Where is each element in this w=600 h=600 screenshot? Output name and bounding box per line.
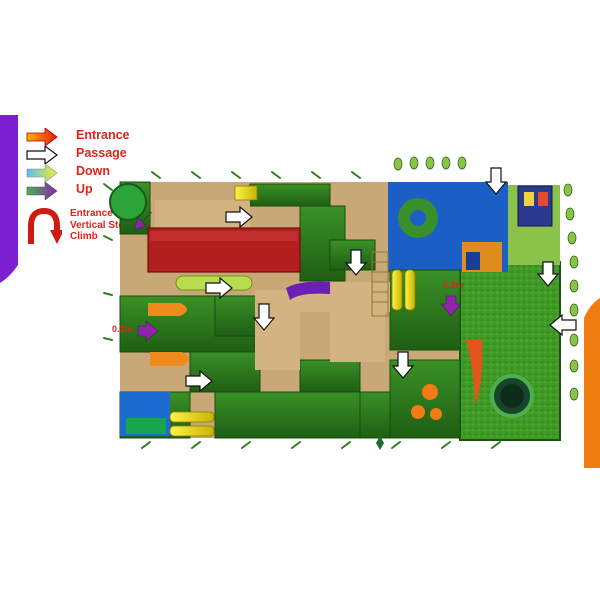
passage-arrow	[205, 276, 233, 300]
orange-tube-bottom	[150, 352, 189, 366]
yellow-slides	[169, 185, 416, 437]
legend: Entrance Passage Down Up Entrance for Ve…	[26, 126, 146, 256]
up-arrow	[137, 320, 159, 342]
passage-arrow	[536, 261, 560, 287]
passage-arrows	[185, 167, 577, 393]
beige-passages	[155, 200, 390, 370]
perimeter-posts	[103, 171, 501, 449]
legend-label: Entrance	[76, 128, 130, 142]
orange-disc	[422, 384, 438, 400]
up-arrow	[133, 211, 153, 231]
purple-arrow-icon	[26, 182, 58, 200]
orange-tube-top	[148, 303, 187, 316]
green-bollards	[393, 156, 579, 401]
passage-arrow	[344, 249, 368, 276]
passage-arrow	[549, 313, 577, 337]
yellow-arrow-icon	[26, 164, 58, 182]
legend-label: Passage	[76, 146, 127, 160]
passage-arrow	[484, 167, 508, 195]
passage-arrow	[225, 205, 253, 229]
passage-arrow	[185, 369, 213, 393]
purple-slide	[286, 281, 330, 300]
right-edge-orange-tab	[584, 298, 600, 468]
compass-marker	[376, 436, 384, 450]
passage-arrow	[252, 303, 276, 331]
legend-label: Down	[76, 164, 111, 178]
passage-arrow	[391, 351, 415, 379]
green-tower	[109, 183, 147, 221]
net-ladder	[371, 251, 389, 317]
white-arrow-icon	[26, 146, 58, 164]
red-arch-arrow-icon	[28, 208, 62, 244]
red-orange-arrow-icon	[26, 128, 58, 146]
up-arrow	[440, 295, 462, 317]
height-label: 0.3m	[443, 280, 464, 290]
height-label: 0.3m	[112, 324, 133, 334]
legend-label: Up	[76, 182, 93, 196]
up-arrows	[133, 211, 462, 342]
left-edge-purple-tab	[0, 115, 18, 283]
legend-climb-label: Entrance for Vertical Step Climb	[70, 208, 131, 242]
